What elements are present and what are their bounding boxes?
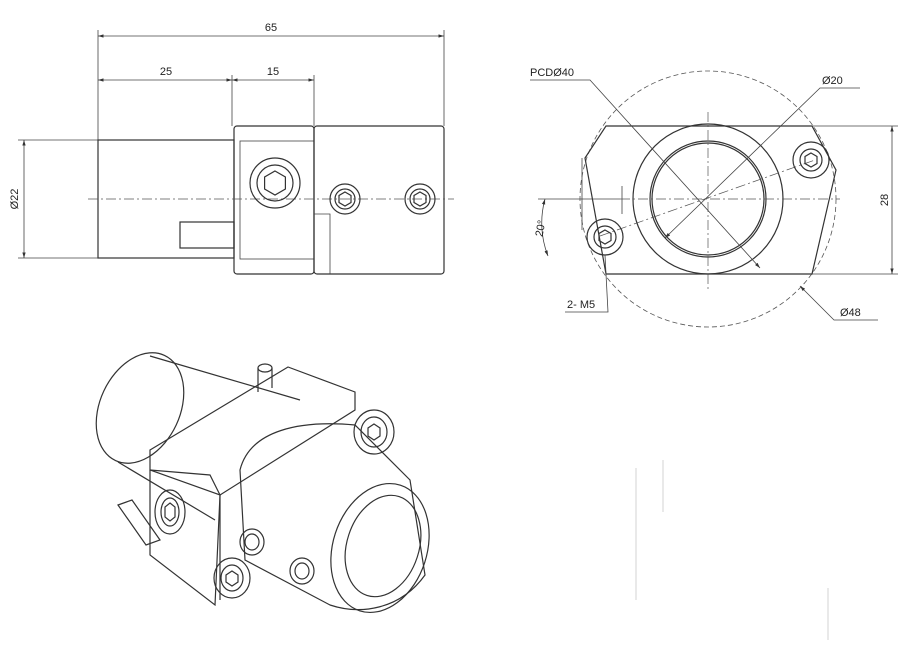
iso-screw-top-icon <box>353 409 395 455</box>
pcd-label: PCDØ40 <box>530 67 574 79</box>
iso-housing <box>239 423 426 611</box>
iso-screw-mid-icon <box>239 528 265 556</box>
isometric-view <box>95 352 430 614</box>
iso-cylinder-body <box>117 355 301 521</box>
angle-arc <box>541 198 549 257</box>
iso-bore-inner <box>344 494 422 598</box>
clamp-screw-icon <box>249 157 301 209</box>
height-label: 28 <box>879 194 891 206</box>
mount-screw-left-icon <box>329 183 361 215</box>
bore-diameter-label: Ø20 <box>822 75 843 87</box>
iso-block-screw-icon <box>154 489 186 535</box>
key-tab <box>179 221 235 249</box>
angle-label: 20° <box>534 219 549 237</box>
clamp-block-recess <box>239 140 315 260</box>
side-screw-lower-icon <box>586 218 624 256</box>
front-view: 65 25 15 Ø22 <box>9 22 454 275</box>
housing-block <box>313 125 445 275</box>
outer-diameter-label: Ø48 <box>840 307 861 319</box>
body-diameter-label: Ø22 <box>9 189 21 210</box>
flange-outline <box>584 125 837 275</box>
iso-screw-left-icon <box>213 557 251 599</box>
iso-screw-front-icon <box>289 557 315 585</box>
side-screw-upper-icon <box>792 141 830 179</box>
iso-bore-outer <box>330 482 430 614</box>
overall-length-label: 65 <box>265 22 277 34</box>
scan-artifacts <box>635 460 829 640</box>
clamp-block <box>233 125 315 275</box>
body-length-label: 25 <box>160 66 172 78</box>
clamp-width-label: 15 <box>267 66 279 78</box>
side-view: PCDØ40 Ø20 28 20° 2- M5 Ø48 <box>530 67 898 328</box>
screws-label: 2- M5 <box>567 299 595 311</box>
mount-screw-right-icon <box>404 183 436 215</box>
